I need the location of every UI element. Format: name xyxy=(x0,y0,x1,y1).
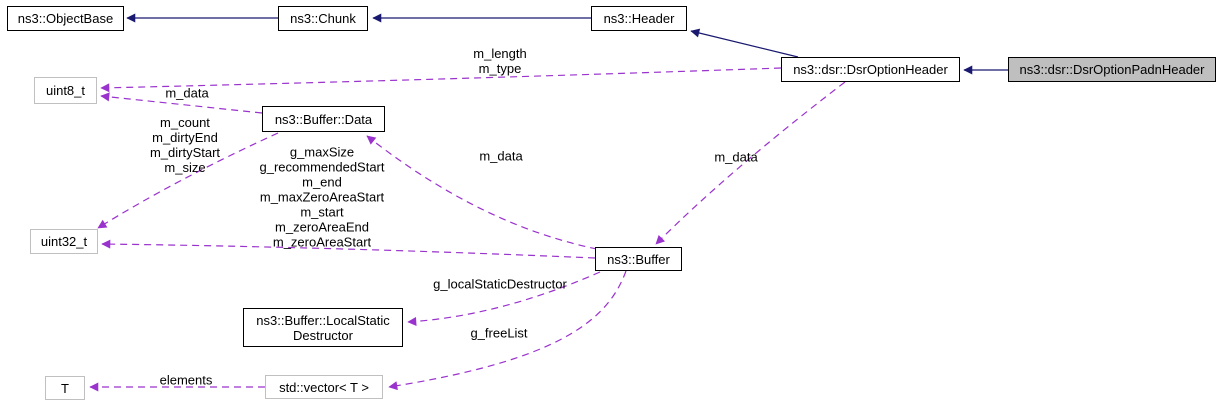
edge-usage-buffer-to-localstaticdestructor xyxy=(407,271,601,326)
edge-label-elements: elements xyxy=(159,372,213,388)
node-label: ns3::ObjectBase xyxy=(17,11,114,26)
edge-usage-dsroptionheader-to-uint8 xyxy=(100,67,782,93)
node-label: ns3::Buffer::Data xyxy=(274,111,373,127)
node-label: uint8_t xyxy=(45,83,86,98)
node-label-line1: ns3::Buffer::LocalStatic xyxy=(256,312,390,328)
node-label: std::vector< T > xyxy=(279,379,369,395)
node-std-vector-t[interactable]: std::vector< T > xyxy=(265,375,383,399)
node-ns3-buffer-localstaticdestructor[interactable]: ns3::Buffer::LocalStatic Destructor xyxy=(243,308,403,347)
edge-label-m-length-m-type: m_length m_type xyxy=(473,46,527,76)
node-ns3-objectbase[interactable]: ns3::ObjectBase xyxy=(7,6,124,31)
node-label: ns3::dsr::DsrOptionPadnHeader xyxy=(1019,62,1205,77)
edge-label-m-data-uint8: m_data xyxy=(165,85,209,101)
edge-label-bufferdata-uint32-members: m_count m_dirtyEnd m_dirtyStart m_size xyxy=(149,115,221,175)
edge-usage-bufferdata-to-uint8 xyxy=(100,92,263,114)
edge-usage-bufferdata-to-uint32 xyxy=(97,132,279,229)
node-label: ns3::Header xyxy=(603,11,675,26)
node-uint8-t[interactable]: uint8_t xyxy=(34,77,97,104)
node-ns3-buffer-data[interactable]: ns3::Buffer::Data xyxy=(262,106,385,132)
node-label: uint32_t xyxy=(40,234,88,249)
node-label: ns3::Buffer xyxy=(607,251,670,267)
node-label-line2: Destructor xyxy=(293,327,353,343)
node-label: ns3::dsr::DsrOptionHeader xyxy=(793,62,948,77)
node-label: ns3::Chunk xyxy=(290,11,356,26)
edge-label-m-data-bufferdata: m_data xyxy=(479,148,523,164)
edge-label-g-freelist: g_freeList xyxy=(470,325,528,341)
edge-label-buffer-uint32-members: g_maxSize g_recommendedStart m_end m_max… xyxy=(259,144,385,250)
edge-usage-buffer-to-bufferdata xyxy=(366,135,598,250)
edge-usage-dsroptionheader-to-buffer xyxy=(655,81,846,245)
edge-label-g-localstaticdestructor: g_localStaticDestructor xyxy=(433,276,567,292)
node-ns3-chunk[interactable]: ns3::Chunk xyxy=(278,6,368,31)
node-ns3-dsr-dsroptionpadnheader: ns3::dsr::DsrOptionPadnHeader xyxy=(1008,57,1216,82)
node-t[interactable]: T xyxy=(45,376,85,400)
node-ns3-buffer[interactable]: ns3::Buffer xyxy=(595,247,682,271)
edge-label-m-data-buffer: m_data xyxy=(714,149,758,165)
edge-inheritance-dsroptionheader-to-header xyxy=(690,28,799,58)
node-uint32-t[interactable]: uint32_t xyxy=(30,229,98,254)
node-ns3-header[interactable]: ns3::Header xyxy=(591,6,687,31)
node-ns3-dsr-dsroptionheader[interactable]: ns3::dsr::DsrOptionHeader xyxy=(781,57,960,82)
node-label: T xyxy=(61,380,69,396)
